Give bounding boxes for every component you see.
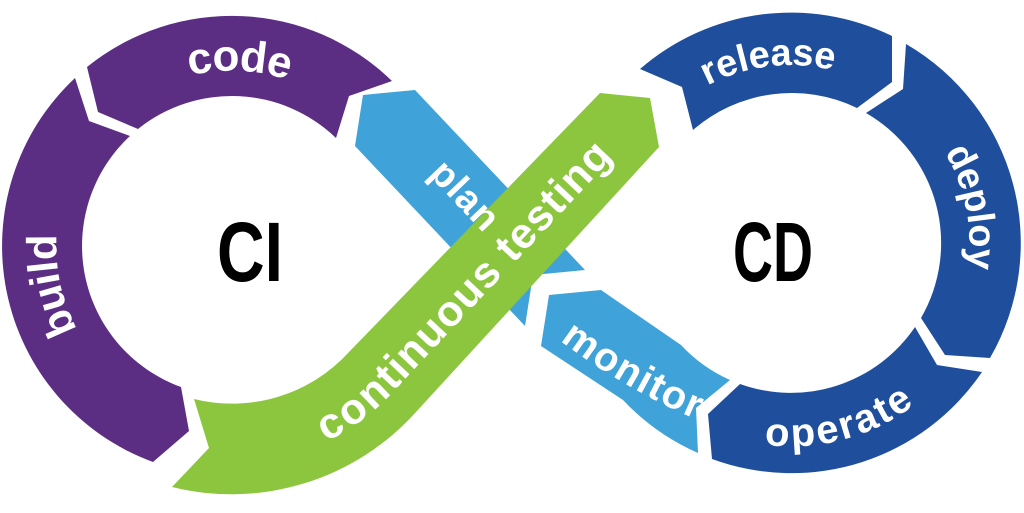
segment-continuous-testing: [172, 93, 659, 495]
segment-operate: [708, 327, 982, 474]
cd-label: CD: [733, 205, 813, 299]
continuous-testing-arrow-band: [172, 93, 659, 495]
build-arrow-band: [2, 78, 190, 462]
segment-release: [640, 12, 892, 130]
ci-label: CI: [217, 205, 283, 299]
deploy-arrow-band: [866, 44, 1021, 358]
segment-build: [2, 78, 190, 462]
operate-arrow-band: [708, 327, 982, 474]
monitor-arrow-band: [541, 290, 730, 453]
segment-deploy: [866, 44, 1021, 358]
code-arrow-band: [87, 15, 392, 138]
release-arrow-band: [640, 12, 892, 130]
segment-monitor: [541, 290, 730, 453]
segment-code: [87, 15, 392, 138]
